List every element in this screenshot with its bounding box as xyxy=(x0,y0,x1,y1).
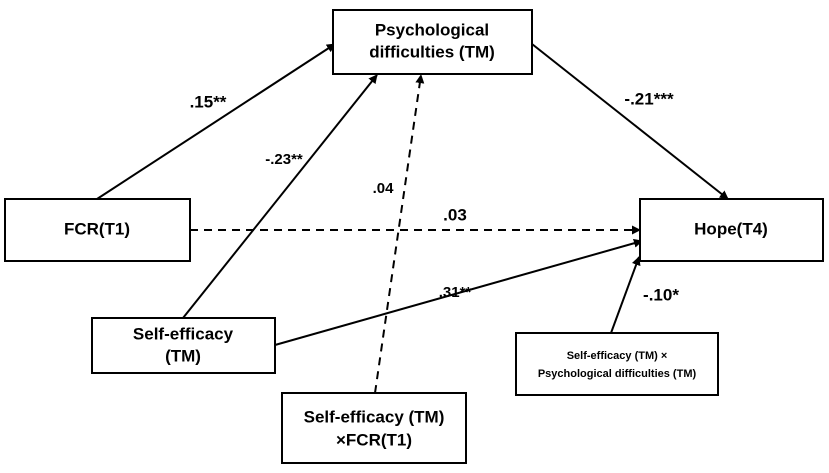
node-hope-box xyxy=(639,198,824,262)
coef-psych-to-hope: -.21*** xyxy=(624,89,674,108)
edge-interaction-fcr-to-psych xyxy=(374,74,425,394)
node-self-efficacy-label-line-1: Self-efficacy xyxy=(133,324,234,343)
coef-interaction-fcr-to-psych: .04 xyxy=(373,180,395,197)
edge-selfeff-to-hope xyxy=(274,238,643,346)
node-self-efficacy-x-fcr-label-line-1: Self-efficacy (TM) xyxy=(304,407,445,426)
node-self-efficacy-x-psych-box xyxy=(515,332,719,396)
node-self-efficacy-x-psych-label-line-1: Self-efficacy (TM) × xyxy=(567,350,668,362)
node-psychological-difficulties-label-line-2: difficulties (TM) xyxy=(369,42,495,61)
node-hope-label: Hope(T4) xyxy=(694,219,768,238)
coef-interaction-psych-to-hope: -.10* xyxy=(643,285,679,304)
edge-interaction-psych-to-hope xyxy=(610,256,641,334)
node-self-efficacy-label-line-2: (TM) xyxy=(165,346,201,365)
coef-selfeff-to-psych: -.23** xyxy=(265,151,303,168)
coef-fcr-to-psych: .15** xyxy=(190,92,227,111)
node-self-efficacy-x-psych-label-line-2: Psychological difficulties (TM) xyxy=(538,368,697,380)
node-fcr-label: FCR(T1) xyxy=(64,219,130,238)
node-fcr-box xyxy=(4,198,191,262)
coef-fcr-to-hope: .03 xyxy=(443,205,467,224)
node-self-efficacy-x-fcr-label-line-2: ×FCR(T1) xyxy=(336,430,412,449)
edge-psych-to-hope xyxy=(531,43,729,200)
edge-fcr-to-psych xyxy=(96,43,336,200)
edge-selfeff-to-psych xyxy=(182,74,378,319)
node-psychological-difficulties-label-line-1: Psychological xyxy=(375,20,489,39)
coef-selfeff-to-hope: .31** xyxy=(439,284,472,301)
node-self-efficacy-x-fcr-box xyxy=(281,392,467,464)
node-self-efficacy-box xyxy=(91,317,276,374)
node-psychological-difficulties-box xyxy=(332,9,533,75)
